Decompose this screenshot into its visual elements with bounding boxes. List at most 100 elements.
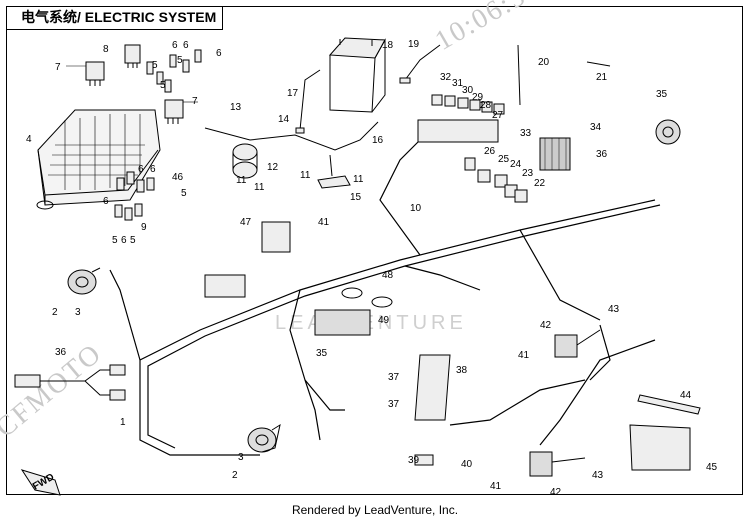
bracket-45[interactable] bbox=[629, 424, 691, 471]
callout-35a: 35 bbox=[656, 89, 668, 100]
horn-lower[interactable] bbox=[247, 423, 281, 453]
callout-6e: 6 bbox=[103, 196, 109, 207]
callout-30: 30 bbox=[462, 85, 474, 96]
callout-17: 17 bbox=[287, 88, 299, 99]
callout-9: 9 bbox=[141, 222, 147, 233]
callout-39: 39 bbox=[408, 455, 420, 466]
callout-44: 44 bbox=[680, 390, 692, 401]
fuse-set-top[interactable] bbox=[146, 49, 202, 93]
bracket-44[interactable] bbox=[637, 394, 701, 415]
sensor-42-upper[interactable] bbox=[554, 329, 601, 358]
callout-3a: 3 bbox=[75, 307, 81, 318]
starter-relay[interactable] bbox=[232, 143, 258, 179]
relay-8[interactable] bbox=[124, 44, 141, 68]
callout-38: 38 bbox=[456, 365, 468, 376]
callout-33: 33 bbox=[520, 128, 532, 139]
callout-46: 46 bbox=[172, 172, 184, 183]
callout-7a: 7 bbox=[55, 62, 61, 73]
callout-5e: 5 bbox=[112, 235, 118, 246]
callout-19: 19 bbox=[408, 39, 420, 50]
horn-upper[interactable] bbox=[67, 267, 101, 295]
ecu-38[interactable] bbox=[414, 354, 451, 421]
relay-7-lower[interactable] bbox=[164, 99, 198, 124]
diagram-title: 电气系统/ ELECTRIC SYSTEM bbox=[6, 6, 223, 30]
callout-6b: 6 bbox=[183, 40, 189, 51]
callout-43a: 43 bbox=[608, 304, 620, 315]
callout-11a: 11 bbox=[236, 175, 247, 186]
callout-45: 45 bbox=[706, 462, 718, 473]
cable-14[interactable] bbox=[204, 121, 379, 151]
callout-43b: 43 bbox=[592, 470, 604, 481]
callout-11d: 11 bbox=[353, 174, 364, 185]
callout-32: 32 bbox=[440, 72, 452, 83]
callout-42a: 42 bbox=[540, 320, 552, 331]
callout-4: 4 bbox=[26, 134, 32, 145]
callout-36a: 36 bbox=[596, 149, 608, 160]
callout-34: 34 bbox=[590, 122, 602, 133]
part-39[interactable] bbox=[414, 454, 434, 466]
callout-6g: 6 bbox=[150, 164, 156, 175]
callout-11c: 11 bbox=[300, 170, 311, 181]
fuse-set-lower[interactable] bbox=[114, 171, 155, 221]
connector-36[interactable] bbox=[14, 364, 126, 401]
callout-10: 10 bbox=[410, 203, 422, 214]
fuse-box[interactable] bbox=[36, 109, 161, 210]
callout-11b: 11 bbox=[254, 182, 265, 193]
drawing-frame bbox=[6, 6, 743, 495]
callout-12: 12 bbox=[267, 162, 279, 173]
battery-cable-17[interactable] bbox=[295, 69, 321, 134]
callout-7b: 7 bbox=[192, 96, 198, 107]
callout-27: 27 bbox=[492, 110, 504, 121]
sensor-42-lower[interactable] bbox=[529, 451, 586, 477]
connector-cluster[interactable] bbox=[464, 157, 528, 203]
fwd-arrow-icon: FWD bbox=[20, 469, 61, 496]
voltage-regulator[interactable] bbox=[539, 137, 571, 171]
callout-16: 16 bbox=[372, 135, 384, 146]
callout-22: 22 bbox=[534, 178, 546, 189]
callout-18: 18 bbox=[382, 40, 394, 51]
callout-28: 28 bbox=[480, 100, 492, 111]
callout-37b: 37 bbox=[388, 399, 400, 410]
callout-42b: 42 bbox=[550, 487, 562, 498]
callout-29: 29 bbox=[472, 92, 484, 103]
callout-2a: 2 bbox=[52, 307, 58, 318]
battery[interactable] bbox=[328, 37, 386, 113]
relay-7-top[interactable] bbox=[66, 61, 105, 86]
cable-tie-20[interactable] bbox=[517, 44, 521, 106]
callout-5f: 5 bbox=[130, 235, 136, 246]
fuse-block-46[interactable] bbox=[204, 274, 246, 298]
clamp-48[interactable] bbox=[341, 287, 393, 308]
cable-tie-21[interactable] bbox=[586, 61, 611, 67]
callout-21: 21 bbox=[596, 72, 608, 83]
callout-labels: 1 2 2 3 3 4 5 5 5 5 5 5 6 6 6 6 6 6 6 7 … bbox=[26, 39, 718, 498]
callout-41b: 41 bbox=[518, 350, 530, 361]
callout-48: 48 bbox=[382, 270, 394, 281]
callout-36b: 36 bbox=[55, 347, 67, 358]
callout-15: 15 bbox=[350, 192, 362, 203]
main-wiring-harness[interactable] bbox=[109, 139, 661, 456]
callout-25: 25 bbox=[498, 154, 510, 165]
callout-5c: 5 bbox=[177, 55, 183, 66]
ecu-49[interactable] bbox=[314, 309, 371, 336]
ignition-switch[interactable] bbox=[655, 119, 681, 145]
callout-2b: 2 bbox=[232, 470, 238, 481]
callout-6d: 6 bbox=[138, 164, 144, 175]
callout-26: 26 bbox=[484, 146, 496, 157]
callout-20: 20 bbox=[538, 57, 550, 68]
relay-bank[interactable] bbox=[417, 94, 505, 143]
ground-block-15[interactable] bbox=[317, 154, 351, 189]
callout-6a: 6 bbox=[172, 40, 178, 51]
callout-35b: 35 bbox=[316, 348, 328, 359]
callout-6f: 6 bbox=[121, 235, 127, 246]
callout-41c: 41 bbox=[490, 481, 502, 492]
callout-40: 40 bbox=[461, 459, 473, 470]
callout-47: 47 bbox=[240, 217, 252, 228]
battery-cable-19[interactable] bbox=[399, 44, 441, 84]
callout-37a: 37 bbox=[388, 372, 400, 383]
callout-5a: 5 bbox=[152, 60, 158, 71]
module-47[interactable] bbox=[261, 221, 291, 253]
callout-3b: 3 bbox=[238, 452, 244, 463]
callout-8: 8 bbox=[103, 44, 109, 55]
callout-41a: 41 bbox=[318, 217, 330, 228]
